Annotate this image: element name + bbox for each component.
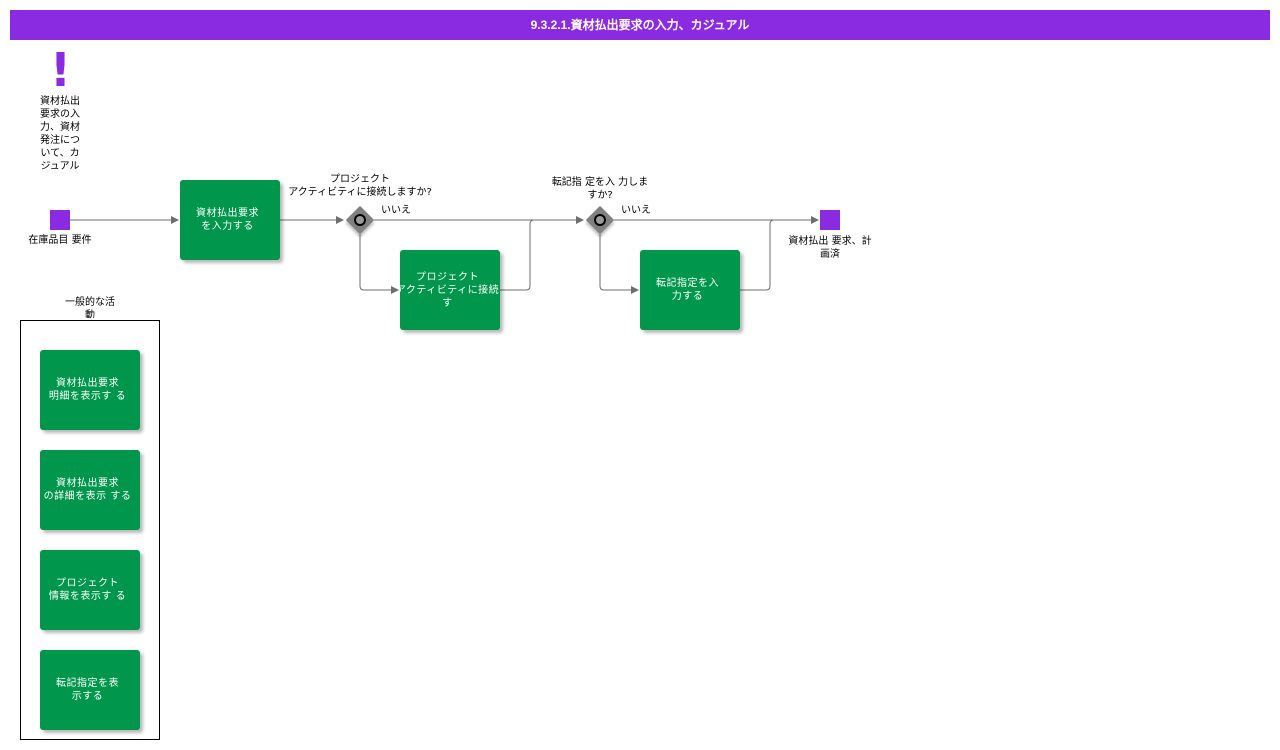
gateway2-no-label: いいえ <box>621 205 651 216</box>
start-event-label: 在庫品目 要件 <box>28 235 92 246</box>
end-event[interactable] <box>820 210 840 230</box>
group-task-label: 転記指定を表 示する <box>56 678 119 702</box>
task-connect-project-label: プロジェクト アクティビティに接続す <box>395 271 500 309</box>
gateway1-no-label: いいえ <box>381 205 411 216</box>
group-task-label: 資材払出要求 の詳細を表示 する <box>43 478 132 502</box>
gateway1-question: プロジェクト アクティビティに接続しますか? <box>288 174 432 198</box>
group-label: 一般的な活 動 <box>65 297 115 318</box>
group-task-show-lines[interactable]: 資材払出要求 明細を表示す る <box>40 350 140 430</box>
diagram-title: 9.3.2.1.資材払出要求の入力、カジュアル <box>10 10 1270 40</box>
task-enter-request[interactable]: 資材払出要求 を入力する <box>180 180 280 260</box>
group-task-show-details[interactable]: 資材払出要求 の詳細を表示 する <box>40 450 140 530</box>
gateway2-question: 転記指 定を入 力しま すか? <box>551 177 649 201</box>
start-event[interactable] <box>50 210 70 230</box>
flow-gateway1-yes <box>359 234 399 294</box>
task-enter-transfer[interactable]: 転記指定を入 力する <box>640 250 740 330</box>
group-task-label: プロジェクト 情報を表示す る <box>48 578 127 602</box>
task-enter-transfer-label: 転記指定を入 力する <box>656 278 719 302</box>
general-activities-group <box>20 320 160 740</box>
flow-project-to-gateway2 <box>500 219 535 291</box>
end-event-label: 資材払出 要求、計 画済 <box>788 236 872 260</box>
gateway1-ring-icon <box>354 214 366 226</box>
gateway2-ring-icon <box>594 214 606 226</box>
group-task-show-project[interactable]: プロジェクト 情報を表示す る <box>40 550 140 630</box>
task-enter-request-label: 資材払出要求 を入力する <box>196 208 259 232</box>
group-task-show-transfer[interactable]: 転記指定を表 示する <box>40 650 140 730</box>
task-connect-project[interactable]: プロジェクト アクティビティに接続す <box>396 250 500 330</box>
exclamation-icon: ! <box>50 43 71 97</box>
flow-transfer-to-end <box>740 219 775 291</box>
note-label: 資材払出 要求の入 力、資材 発注につ いて、カ ジュアル <box>40 96 80 172</box>
flow-gateway2-yes <box>599 234 639 294</box>
group-task-label: 資材払出要求 明細を表示す る <box>48 378 127 402</box>
